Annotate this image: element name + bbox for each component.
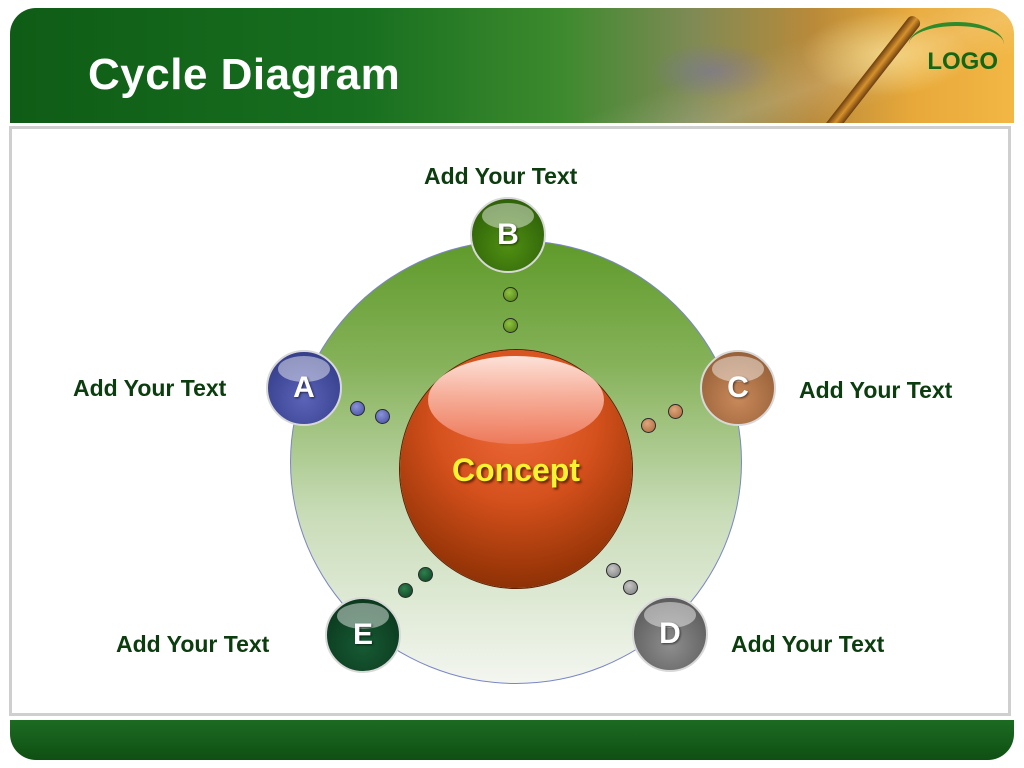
connector-dot-a [375, 409, 390, 424]
logo-arc-icon [909, 22, 1004, 66]
slide-title: Cycle Diagram [88, 50, 401, 99]
node-d-letter: D [659, 617, 681, 650]
connector-dot-b [503, 287, 518, 302]
slide-footer [10, 720, 1014, 760]
node-e-text: Add Your Text [116, 631, 270, 657]
connector-dot-c [641, 418, 656, 433]
connector-dot-d [606, 563, 621, 578]
connector-dot-c [668, 404, 683, 419]
node-e-letter: E [352, 618, 373, 651]
node-a: A [266, 350, 342, 426]
connector-dot-d [623, 580, 638, 595]
slide-header: Cycle Diagram LOGO [10, 8, 1014, 123]
node-c: C [700, 350, 776, 426]
connector-dot-b [503, 318, 518, 333]
concept-label: Concept [452, 452, 580, 488]
concept-highlight [428, 356, 604, 444]
node-d-text: Add Your Text [731, 631, 885, 657]
node-a-letter: A [293, 371, 315, 404]
node-c-text: Add Your Text [799, 377, 953, 403]
node-b-letter: B [497, 218, 519, 251]
node-e: E [325, 597, 401, 673]
logo: LOGO [927, 48, 998, 75]
node-a-text: Add Your Text [73, 375, 227, 401]
connector-dot-a [350, 401, 365, 416]
connector-dot-e [398, 583, 413, 598]
node-b-text: Add Your Text [424, 163, 578, 189]
node-b: B [470, 197, 546, 273]
connector-dot-e [418, 567, 433, 582]
node-d: D [632, 596, 708, 672]
node-c-letter: C [727, 371, 749, 404]
